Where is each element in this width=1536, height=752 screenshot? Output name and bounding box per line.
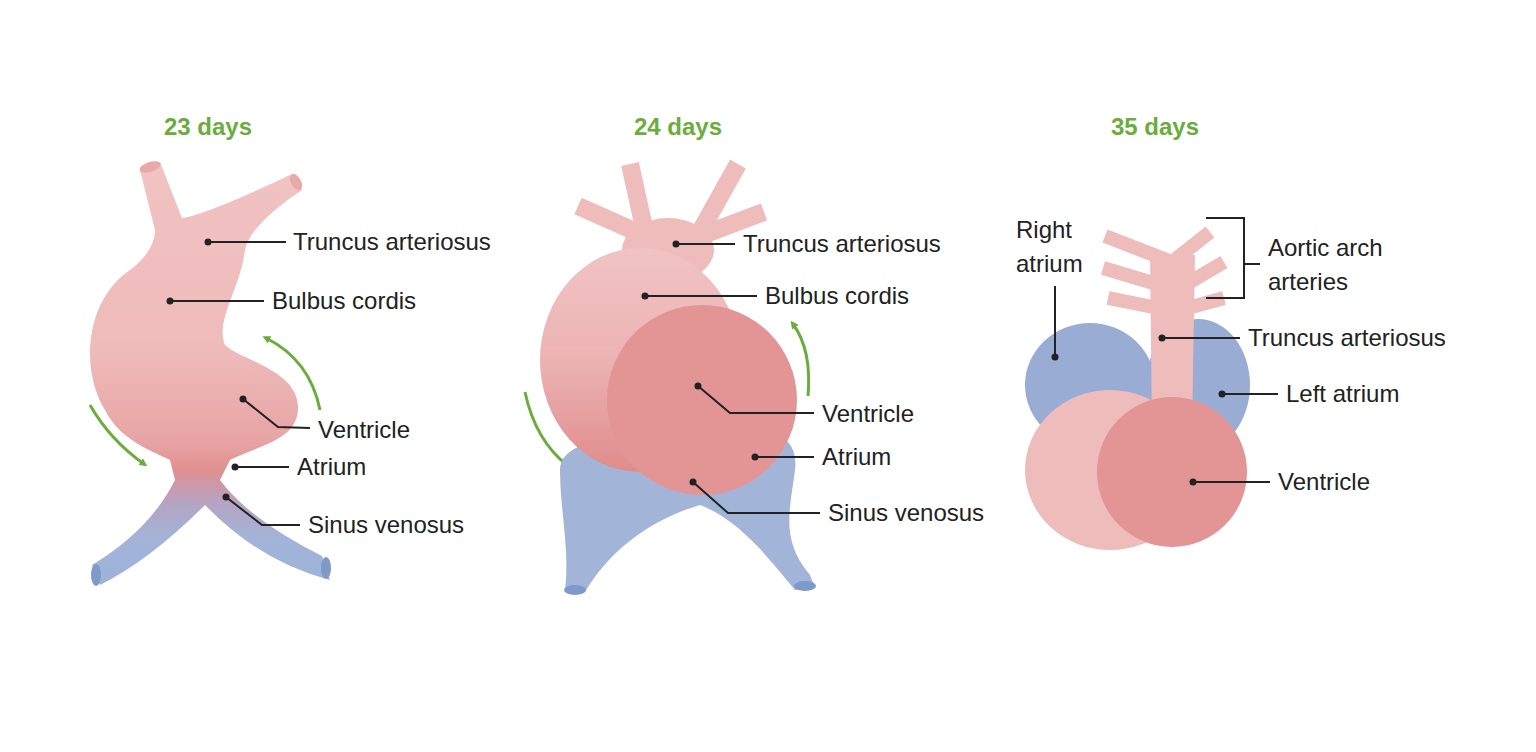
- part-label: Truncus arteriosus: [743, 230, 941, 258]
- stage-title: 35 days: [1111, 113, 1199, 141]
- part-label: Atrium: [822, 443, 891, 471]
- part-label: Ventricle: [822, 400, 914, 428]
- leader-dots: [167, 239, 1226, 501]
- part-label: Ventricle: [318, 416, 410, 444]
- leader-lines: [170, 218, 1278, 525]
- part-label: Truncus arteriosus: [1248, 324, 1446, 352]
- part-label: Bulbus cordis: [272, 287, 416, 315]
- part-label: Truncus arteriosus: [293, 228, 491, 256]
- heart-loop-24-days: [540, 164, 816, 595]
- heart-tube-23-days: [90, 159, 331, 586]
- stage-title: 23 days: [164, 113, 252, 141]
- part-label: Left atrium: [1286, 380, 1399, 408]
- heart-35-days: [1025, 232, 1250, 550]
- stage-title: 24 days: [634, 113, 722, 141]
- part-label: Ventricle: [1278, 468, 1370, 496]
- part-label: Aortic arch arteries: [1268, 231, 1443, 299]
- part-label: Sinus venosus: [308, 511, 464, 539]
- part-label: Right atrium: [1016, 213, 1111, 281]
- part-label: Bulbus cordis: [765, 282, 909, 310]
- part-label: Atrium: [297, 453, 366, 481]
- part-label: Sinus venosus: [828, 499, 984, 527]
